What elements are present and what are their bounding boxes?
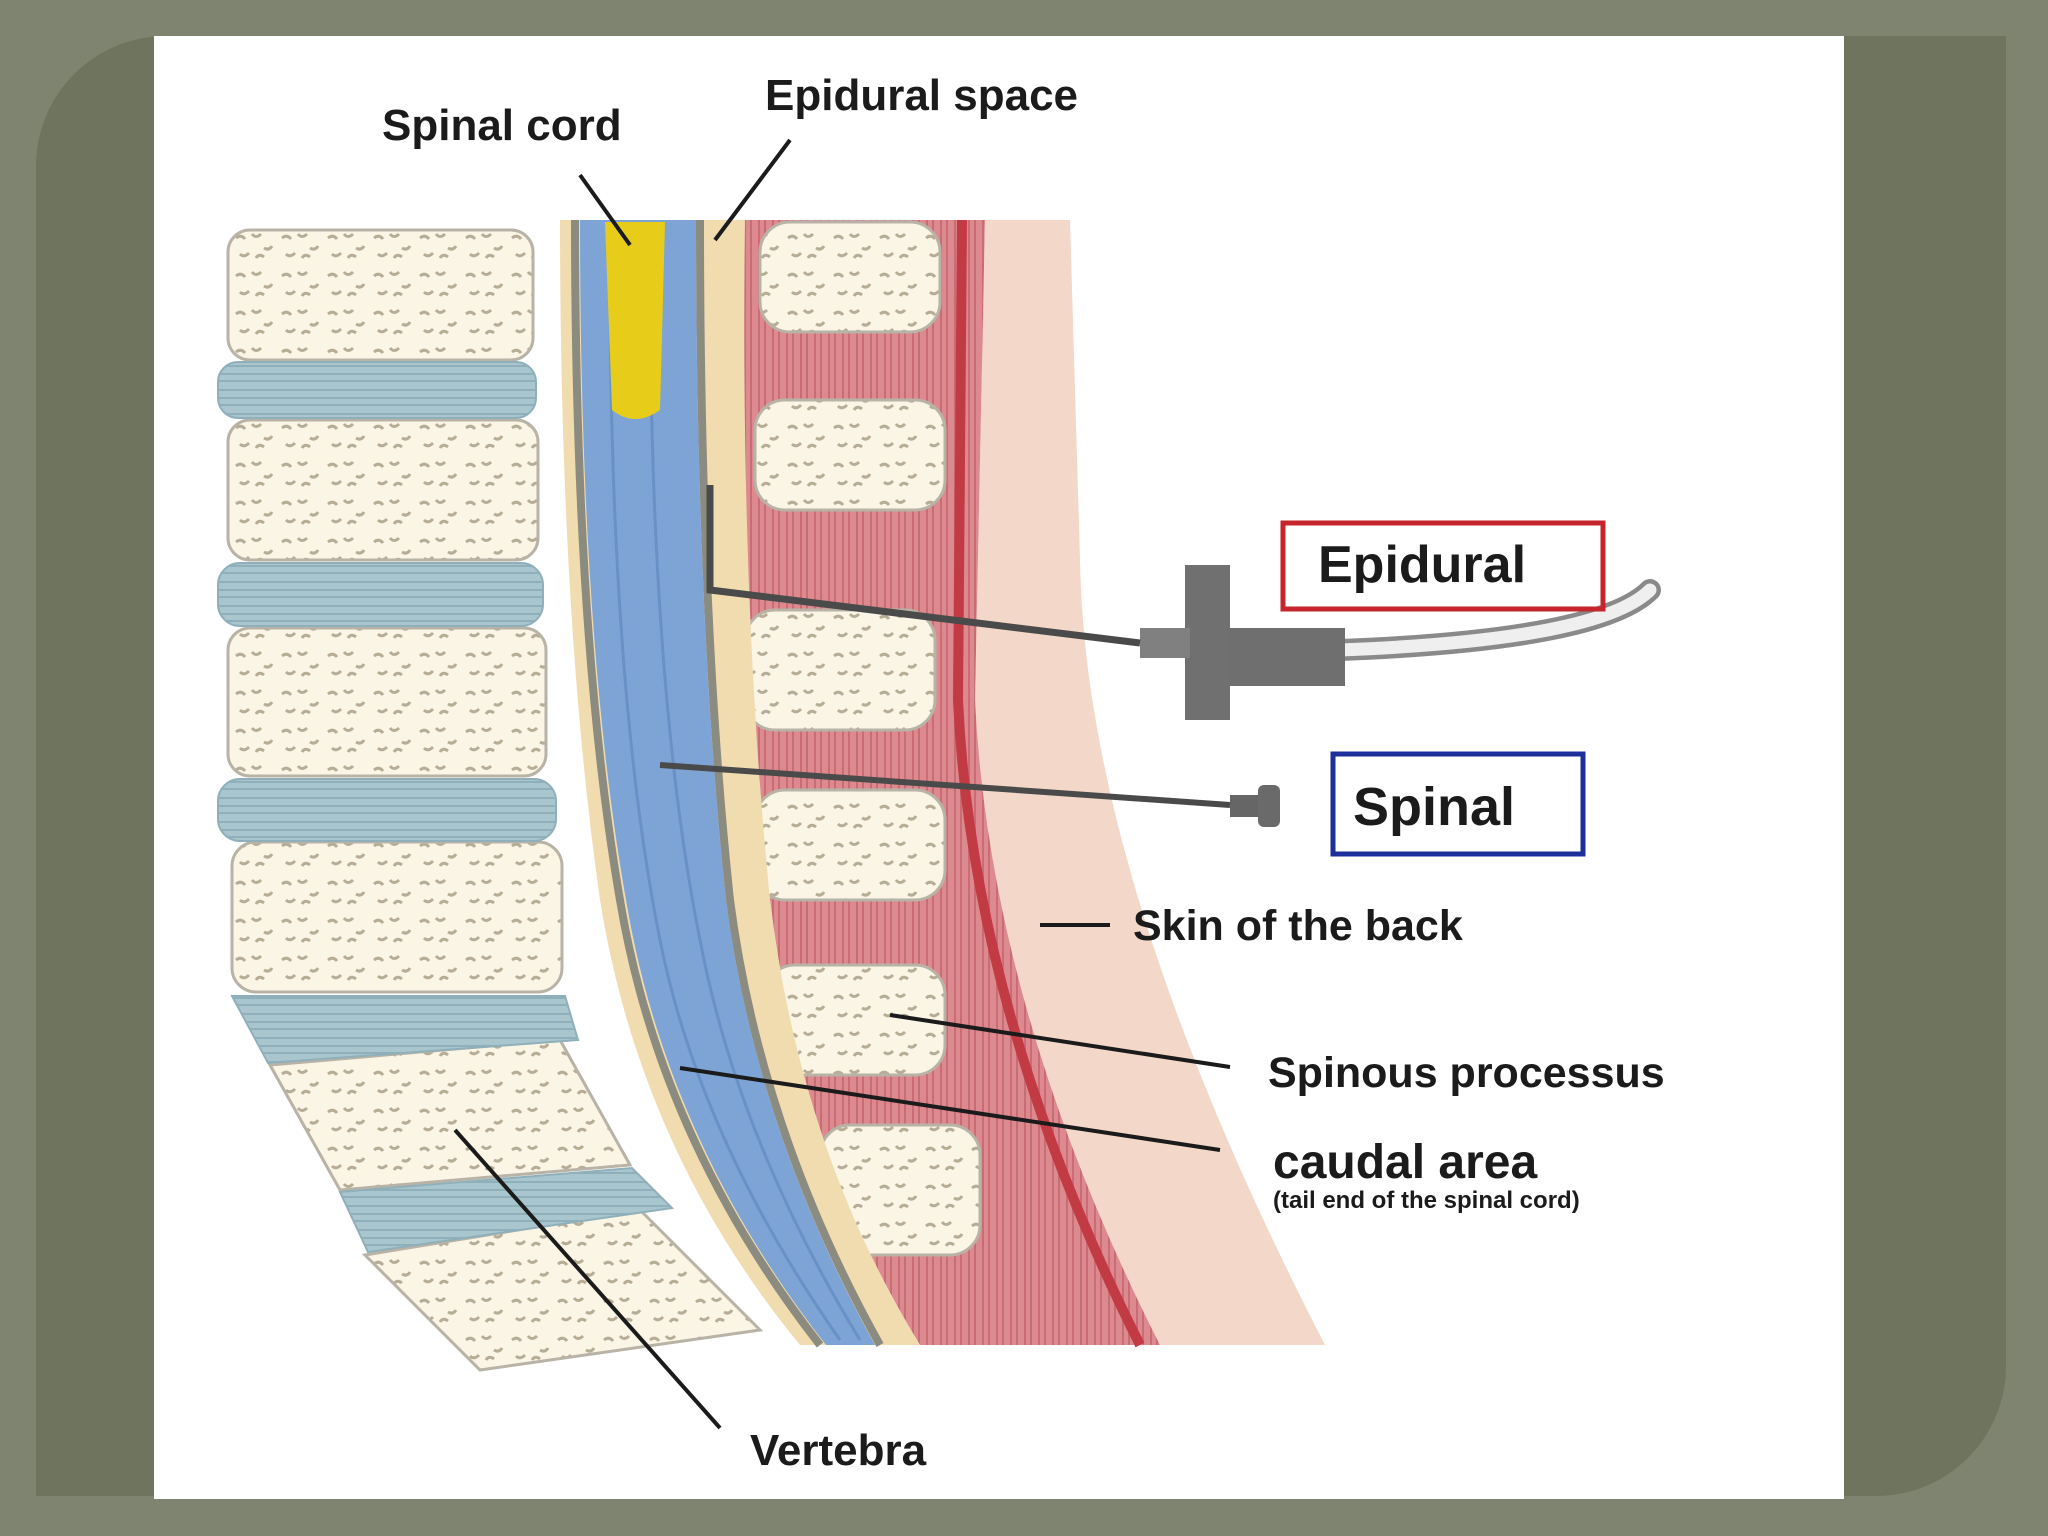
- dura-mater: [571, 219, 824, 1348]
- spinal-needle: [659, 762, 1280, 827]
- vertebra-label: Vertebra: [750, 1426, 927, 1475]
- spinal-label-box: [1330, 751, 1586, 857]
- spinal-cord-label: Spinal cord: [382, 101, 622, 150]
- spinous-processus-label: Spinous processus: [1268, 1049, 1665, 1097]
- vertebral-bodies: [226, 228, 764, 1372]
- epidural-label: Epidural: [1318, 536, 1526, 594]
- cauda-equina-fibers: [608, 299, 862, 1341]
- skin-layer: [975, 220, 1325, 1345]
- epidural-label-box: [1280, 520, 1606, 612]
- epidural-space-label: Epidural space: [765, 71, 1078, 120]
- epidural-needle: [706, 485, 1661, 720]
- skin-of-back-label: Skin of the back: [1133, 902, 1463, 950]
- intervertebral-discs: [217, 361, 675, 1254]
- caudal-area-label: caudal area: [1273, 1136, 1537, 1189]
- spinal-label: Spinal: [1353, 777, 1515, 837]
- spinal-cord: [605, 222, 665, 419]
- spinous-processes: [743, 220, 982, 1257]
- muscle-border-line: [952, 219, 1145, 1348]
- caudal-area-note-label: (tail end of the spinal cord): [1273, 1187, 1580, 1214]
- dura-mater-posterior: [696, 219, 884, 1347]
- leader-lines: [453, 138, 1231, 1430]
